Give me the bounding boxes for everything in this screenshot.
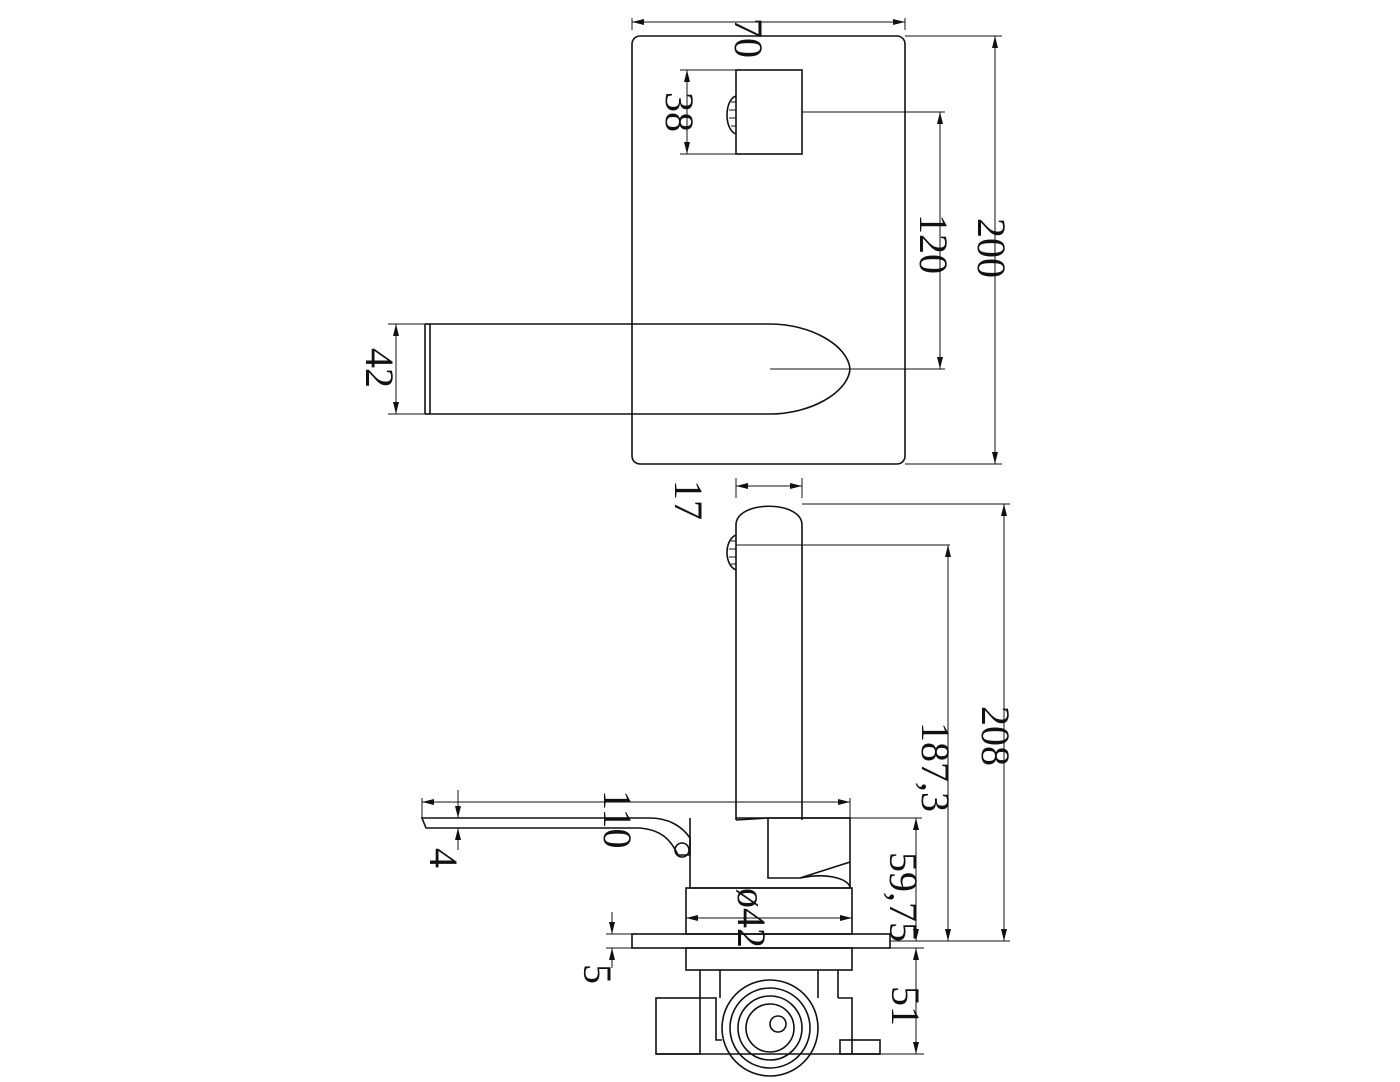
dim-spout-reach-label: 208	[973, 706, 1018, 766]
dim-body-diameter-label: ø42	[729, 888, 774, 948]
dim-outlet-to-spout: 120	[911, 112, 956, 369]
dim-rough-in-depth: 51	[880, 947, 928, 1055]
dim-lever-length: 110	[421, 790, 851, 849]
side-view: 17 208 187,3 110	[420, 478, 1018, 1077]
dim-plate-height-label: 200	[969, 218, 1014, 278]
dim-body-depth-label: 59,75	[881, 852, 926, 942]
dim-pipe-diameter: 17	[666, 478, 803, 520]
rough-in-valve	[655, 970, 881, 1077]
dim-pipe-diameter-label: 17	[666, 480, 711, 520]
dim-plate-thickness-label: 5	[575, 964, 620, 984]
front-view: 70 200 120 38	[357, 18, 1014, 465]
dim-plate-width-label: 70	[726, 18, 771, 58]
dim-body-depth: 59,75	[850, 817, 926, 942]
dim-outlet-height-label: 38	[657, 92, 702, 132]
dim-spout-width: 42	[357, 323, 425, 415]
dim-outlet-to-spout-label: 120	[911, 214, 956, 274]
spout-tube	[735, 505, 803, 820]
dim-lever-length-label: 110	[595, 790, 640, 849]
dim-outlet-height: 38	[657, 69, 736, 155]
dim-lever-thickness: 4	[421, 790, 466, 868]
dim-reach-to-outlet-label: 187,3	[913, 722, 958, 812]
mixer-body	[735, 817, 851, 879]
dim-body-diameter: ø42	[686, 888, 852, 948]
dim-rough-in-depth-label: 51	[883, 986, 928, 1026]
dim-spout-width-label: 42	[357, 348, 402, 388]
dim-plate-width: 70	[631, 18, 906, 58]
dim-reach-to-outlet: 187,3	[913, 545, 958, 941]
aerator	[726, 95, 737, 135]
dim-plate-thickness: 5	[575, 912, 632, 984]
dim-spout-reach: 208	[802, 503, 1018, 942]
lever-handle	[420, 817, 691, 856]
outlet-block	[735, 69, 803, 155]
wall-plate	[631, 35, 906, 465]
dim-lever-thickness-label: 4	[421, 848, 466, 868]
dim-plate-height: 200	[905, 35, 1014, 465]
